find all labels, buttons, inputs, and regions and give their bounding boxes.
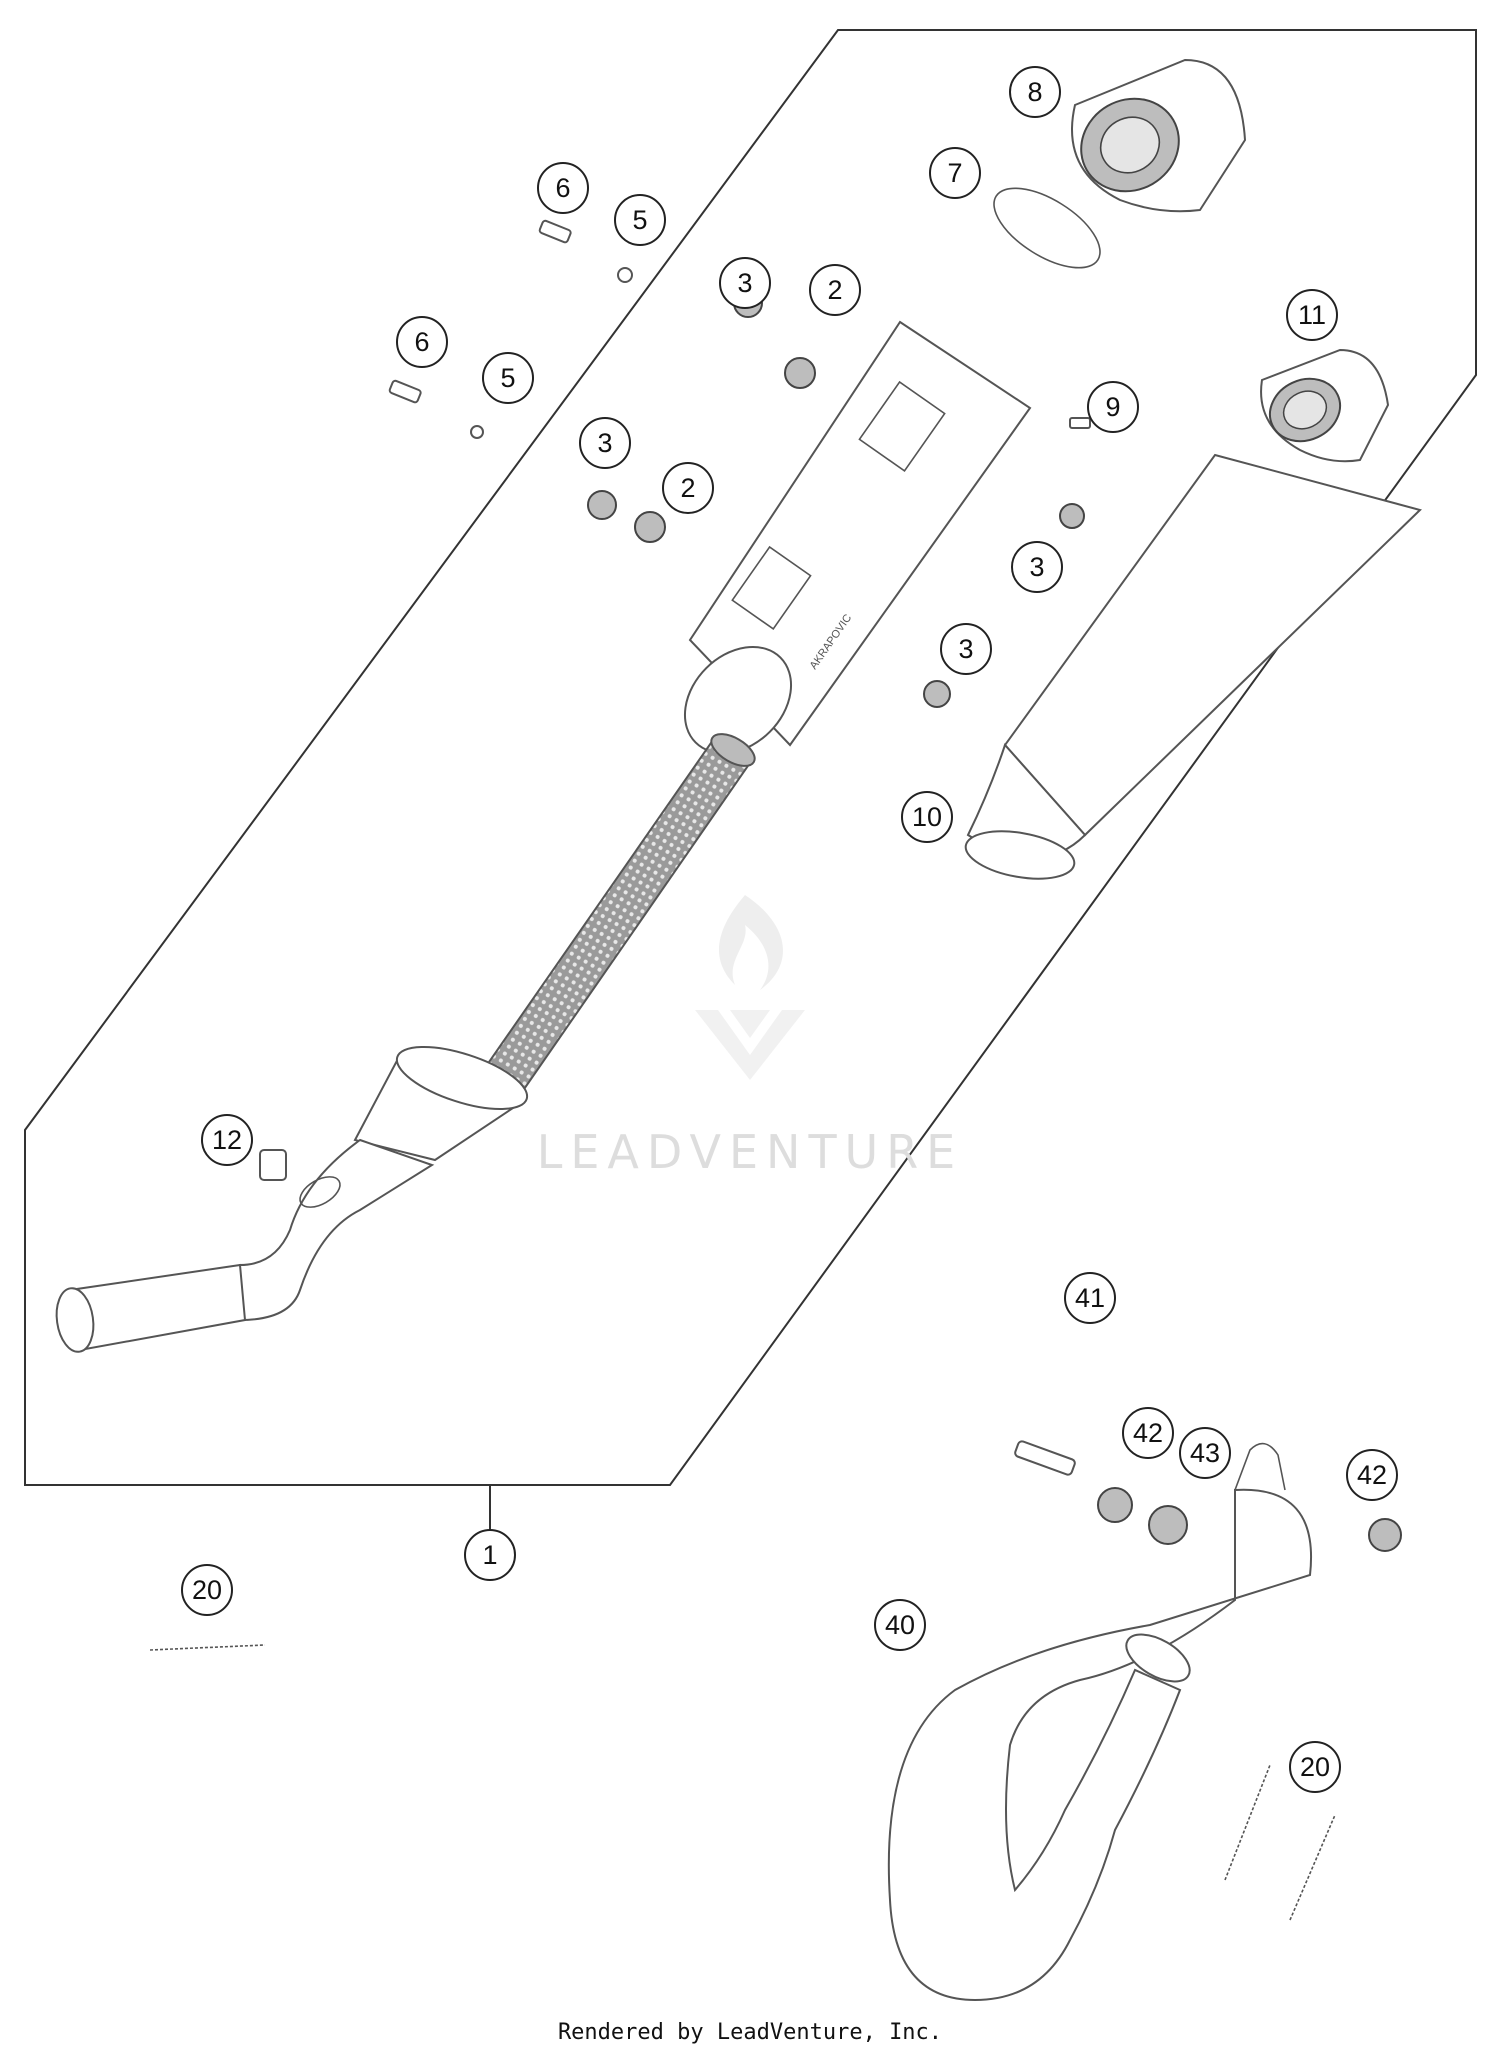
- svg-text:42: 42: [1357, 1460, 1387, 1490]
- svg-text:6: 6: [414, 327, 429, 357]
- callout-6: 6: [396, 316, 448, 368]
- end-cap-part-8: [1071, 58, 1247, 213]
- svg-text:10: 10: [912, 802, 942, 832]
- callout-6: 6: [537, 162, 589, 214]
- svg-text:5: 5: [632, 205, 647, 235]
- o-ring-part-7: [993, 187, 1101, 269]
- callout-5: 5: [482, 352, 534, 404]
- svg-text:1: 1: [482, 1540, 497, 1570]
- svg-text:7: 7: [947, 158, 962, 188]
- svg-text:43: 43: [1190, 1438, 1220, 1468]
- kit-outline: [24, 29, 1477, 1486]
- svg-text:3: 3: [958, 634, 973, 664]
- callout-7: 7: [929, 147, 981, 199]
- header-pipe-part-40: [887, 1442, 1312, 2002]
- svg-text:8: 8: [1027, 77, 1042, 107]
- svg-text:3: 3: [737, 268, 752, 298]
- svg-text:5: 5: [500, 363, 515, 393]
- svg-text:9: 9: [1105, 392, 1120, 422]
- silencer-body: AKRAPOVIC: [683, 320, 1032, 755]
- svg-text:2: 2: [827, 275, 842, 305]
- callout-20: 20: [181, 1564, 233, 1616]
- callout-42: 42: [1122, 1407, 1174, 1459]
- callout-5: 5: [614, 194, 666, 246]
- svg-text:12: 12: [212, 1125, 242, 1155]
- callouts: 1 2 2 3 3 3 3 5 5 6 6 7 8 9 10 11 12 20 …: [181, 66, 1398, 1793]
- callout-3: 3: [1011, 541, 1063, 593]
- silencer-sleeve-part-10: [964, 453, 1422, 880]
- svg-text:3: 3: [1029, 552, 1044, 582]
- callout-9: 9: [1087, 381, 1139, 433]
- callout-3: 3: [579, 417, 631, 469]
- callout-41: 41: [1064, 1272, 1116, 1324]
- callout-20: 20: [1289, 1741, 1341, 1793]
- svg-text:41: 41: [1075, 1283, 1105, 1313]
- callout-1: 1: [464, 1529, 516, 1581]
- callout-3: 3: [940, 623, 992, 675]
- svg-text:20: 20: [192, 1575, 222, 1605]
- callout-40: 40: [874, 1599, 926, 1651]
- callout-43: 43: [1179, 1427, 1231, 1479]
- watermark-text: LEADVENTURE: [537, 1125, 964, 1179]
- svg-text:3: 3: [597, 428, 612, 458]
- callout-10: 10: [901, 791, 953, 843]
- svg-text:6: 6: [555, 173, 570, 203]
- end-cap-part-11: [1260, 348, 1390, 463]
- svg-text:40: 40: [885, 1610, 915, 1640]
- callout-3: 3: [719, 257, 771, 309]
- svg-text:20: 20: [1300, 1752, 1330, 1782]
- hardware-small-parts: [259, 219, 1402, 1552]
- callout-11: 11: [1286, 289, 1338, 341]
- perforated-core: [478, 733, 756, 1097]
- svg-text:11: 11: [1298, 300, 1326, 330]
- springs: [149, 1644, 1336, 1921]
- callout-2: 2: [662, 462, 714, 514]
- callout-12: 12: [201, 1114, 253, 1166]
- render-credit: Rendered by LeadVenture, Inc.: [557, 2020, 943, 2045]
- callout-8: 8: [1009, 66, 1061, 118]
- callout-42: 42: [1346, 1449, 1398, 1501]
- svg-text:2: 2: [680, 473, 695, 503]
- cone-link-pipe: [55, 1045, 529, 1353]
- watermark-logo: [695, 895, 805, 1080]
- callout-2: 2: [809, 264, 861, 316]
- svg-text:42: 42: [1133, 1418, 1163, 1448]
